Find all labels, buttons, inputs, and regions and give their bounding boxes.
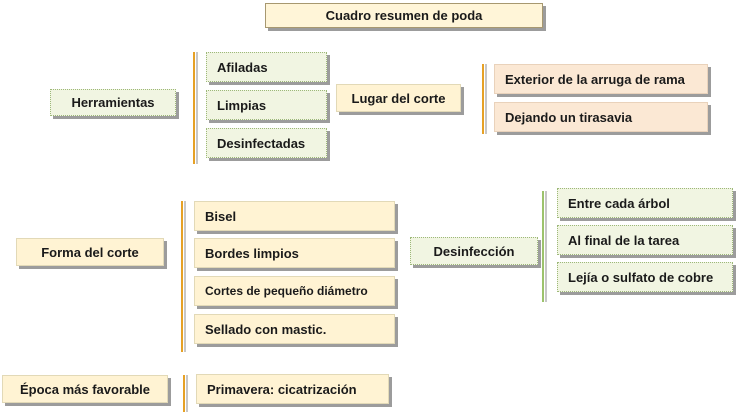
- forma-corte-item-bisel: Bisel: [194, 201, 395, 231]
- lugar-corte-label: Lugar del corte: [351, 90, 446, 106]
- epoca-item-primavera: Primavera: cicatrización: [196, 374, 389, 404]
- herramientas-node: Herramientas: [50, 89, 176, 116]
- forma-corte-item-diametro: Cortes de pequeño diámetro: [194, 276, 395, 306]
- lugar-corte-bracket: [482, 64, 487, 134]
- lugar-corte-item-label: Exterior de la arruga de rama: [505, 71, 685, 87]
- diagram-title-text: Cuadro resumen de poda: [325, 8, 483, 23]
- forma-corte-item-label: Cortes de pequeño diámetro: [205, 284, 368, 298]
- forma-corte-item-label: Sellado con mastic.: [205, 321, 327, 337]
- desinfeccion-bracket: [542, 191, 547, 302]
- herramientas-item-afiladas: Afiladas: [206, 52, 327, 82]
- desinfeccion-item-lejia: Lejía o sulfato de cobre: [557, 262, 733, 292]
- desinfeccion-item-label: Al final de la tarea: [568, 232, 680, 248]
- forma-corte-bracket: [181, 201, 186, 352]
- desinfeccion-item-cada-arbol: Entre cada árbol: [557, 188, 733, 218]
- herramientas-bracket: [193, 52, 198, 164]
- herramientas-item-label: Desinfectadas: [217, 135, 306, 151]
- desinfeccion-item-final-tarea: Al final de la tarea: [557, 225, 733, 255]
- herramientas-item-label: Afiladas: [217, 59, 268, 75]
- lugar-corte-item-label: Dejando un tirasavia: [505, 109, 633, 125]
- epoca-node: Época más favorable: [2, 375, 168, 403]
- epoca-label: Época más favorable: [19, 381, 151, 397]
- forma-corte-label: Forma del corte: [41, 244, 139, 260]
- forma-corte-item-label: Bisel: [205, 208, 237, 224]
- forma-corte-item-bordes: Bordes limpios: [194, 238, 395, 268]
- herramientas-item-label: Limpias: [217, 97, 267, 113]
- desinfeccion-item-label: Entre cada árbol: [568, 195, 670, 211]
- forma-corte-item-sellado: Sellado con mastic.: [194, 314, 395, 344]
- herramientas-label: Herramientas: [71, 95, 155, 110]
- epoca-bracket: [183, 375, 188, 412]
- forma-corte-node: Forma del corte: [16, 238, 164, 266]
- desinfeccion-node: Desinfección: [410, 237, 538, 265]
- lugar-corte-node: Lugar del corte: [336, 84, 461, 112]
- herramientas-item-limpias: Limpias: [206, 90, 327, 120]
- diagram-title: Cuadro resumen de poda: [265, 3, 543, 28]
- desinfeccion-label: Desinfección: [433, 243, 515, 259]
- desinfeccion-item-label: Lejía o sulfato de cobre: [568, 269, 714, 285]
- lugar-corte-item-tirasavia: Dejando un tirasavia: [494, 102, 708, 132]
- lugar-corte-item-exterior: Exterior de la arruga de rama: [494, 64, 708, 94]
- herramientas-item-desinfectadas: Desinfectadas: [206, 128, 327, 158]
- forma-corte-item-label: Bordes limpios: [205, 245, 299, 261]
- epoca-item-label: Primavera: cicatrización: [207, 381, 357, 397]
